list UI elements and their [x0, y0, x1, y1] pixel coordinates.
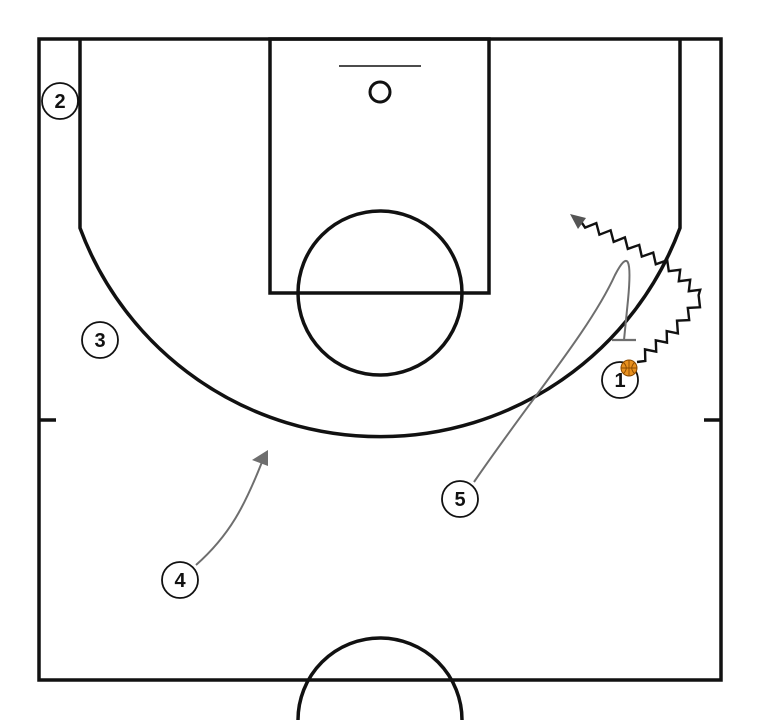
- player-5: 5: [441, 480, 479, 518]
- player-3: 3: [81, 321, 119, 359]
- dribble-arrowhead: [570, 214, 586, 229]
- player-2-label: 2: [54, 91, 65, 113]
- center-circle: [296, 636, 464, 720]
- player-4-cut-path: [195, 461, 263, 566]
- hoop: [368, 80, 392, 104]
- basketball-icon: [620, 359, 638, 377]
- player-1-label: 1: [614, 370, 625, 392]
- player-3-label: 3: [94, 330, 105, 352]
- player-5-screen-path: [473, 260, 631, 483]
- player-4: 4: [161, 561, 199, 599]
- three-point-line: [78, 39, 682, 439]
- paint-lane: [268, 37, 491, 295]
- player-1-dribble-path: [579, 219, 702, 364]
- court-boundary: [37, 37, 723, 682]
- player-4-arrowhead: [252, 450, 268, 466]
- player-4-label: 4: [174, 570, 186, 592]
- player-2: 2: [41, 82, 79, 120]
- free-throw-circle: [296, 209, 464, 377]
- player-5-label: 5: [454, 489, 465, 511]
